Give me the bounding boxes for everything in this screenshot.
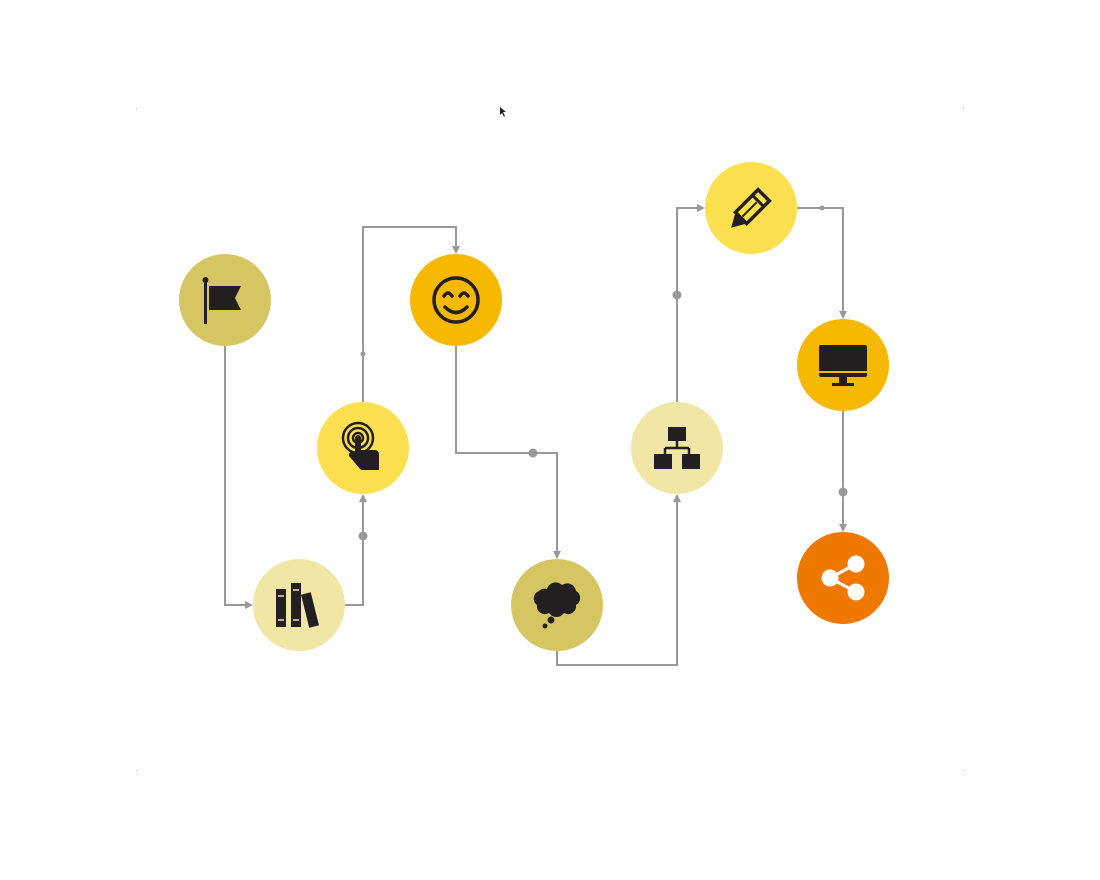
connector-sitemap-pencil xyxy=(676,204,705,402)
thought-bubble-icon xyxy=(533,582,581,629)
sitemap-icon xyxy=(654,427,700,469)
connector-books-touch xyxy=(345,494,367,606)
node-design xyxy=(705,162,797,254)
node-circle xyxy=(797,532,889,624)
node-interact xyxy=(317,402,409,494)
mouse-cursor-icon xyxy=(500,107,506,117)
node-start xyxy=(179,254,271,346)
monitor-icon xyxy=(819,345,867,386)
books-icon xyxy=(276,583,319,628)
node-research xyxy=(253,559,345,651)
connector-touch-smile xyxy=(362,226,460,402)
corner-marks xyxy=(136,108,964,771)
connector-thought-sitemap xyxy=(556,494,681,666)
touch-icon xyxy=(341,421,379,470)
connector-pencil-monitor xyxy=(797,207,847,319)
connector-smile-thought xyxy=(455,346,561,559)
node-circle xyxy=(410,254,502,346)
connectors xyxy=(224,204,847,666)
node-structure xyxy=(631,402,723,494)
connector-flag-books xyxy=(224,346,253,609)
node-satisfaction xyxy=(410,254,502,346)
connector-dots xyxy=(358,205,848,541)
flag-icon xyxy=(202,277,241,324)
node-share xyxy=(797,532,889,624)
pencil-icon xyxy=(731,187,772,228)
smile-icon xyxy=(432,276,480,324)
share-icon xyxy=(821,555,865,601)
node-ideation xyxy=(511,559,603,651)
node-develop xyxy=(797,319,889,411)
